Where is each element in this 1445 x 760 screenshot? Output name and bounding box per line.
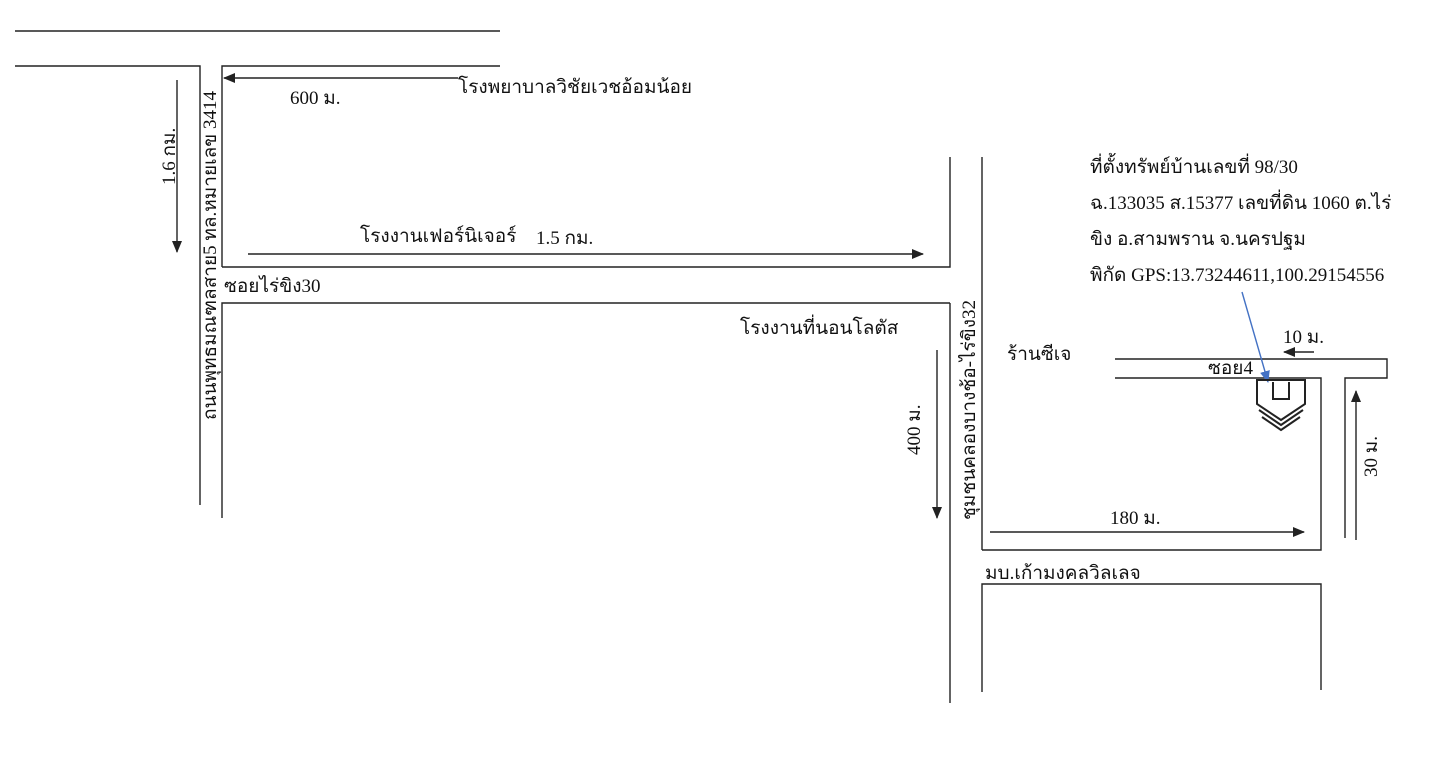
soi30-label: ซอยไร่ขิง30: [224, 275, 320, 297]
distance-180m-label: 180 ม.: [1110, 508, 1161, 529]
hospital-label: โรงพยาบาลวิชัยเวชอ้อมน้อย: [458, 75, 692, 98]
distance-1-6km-label: 1.6 กม.: [159, 128, 180, 185]
village-label: มบ.เก้ามงคลวิลเลจ: [985, 563, 1141, 584]
main-road-label: ถนนพุทธมณฑลสาย5 ทล.หมายเลข 3414: [200, 91, 222, 420]
distance-600m-label: 600 ม.: [290, 88, 341, 109]
community-road-label: ชุมชนคลองบางช้อ-ไร่ขิง32: [958, 300, 981, 520]
property-pointer-arrow: [1241, 291, 1270, 383]
soi4-road: [1115, 358, 1388, 538]
distance-30m-label: 30 ม.: [1361, 436, 1382, 477]
property-info-line-2: ฉ.133035 ส.15377 เลขที่ดิน 1060 ต.ไร่: [1090, 189, 1391, 214]
lotus-factory-label: โรงงานที่นอนโลตัส: [740, 314, 899, 339]
property-info-line-1: ที่ตั้งทรัพย์บ้านเลขที่ 98/30: [1090, 153, 1298, 178]
distance-1-5km-label: 1.5 กม.: [536, 228, 593, 249]
distance-400m-label: 400 ม.: [904, 404, 925, 455]
furniture-factory-label: โรงงานเฟอร์นิเจอร์: [360, 224, 516, 247]
community-road: [981, 157, 1322, 692]
distance-10m-label: 10 ม.: [1283, 327, 1324, 348]
soi30-road: [222, 157, 951, 703]
house-marker-icon: [1256, 379, 1306, 432]
property-info-line-3: ขิง อ.สามพราน จ.นครปฐม: [1090, 229, 1306, 250]
main-road: [15, 65, 950, 518]
property-info-line-4: พิกัด GPS:13.73244611,100.29154556: [1090, 265, 1384, 286]
shop-label: ร้านซีเจ: [1007, 343, 1071, 365]
soi4-label: ซอย4: [1208, 358, 1253, 379]
property-info: ที่ตั้งทรัพย์บ้านเลขที่ 98/30 ฉ.133035 ส…: [1090, 153, 1391, 286]
